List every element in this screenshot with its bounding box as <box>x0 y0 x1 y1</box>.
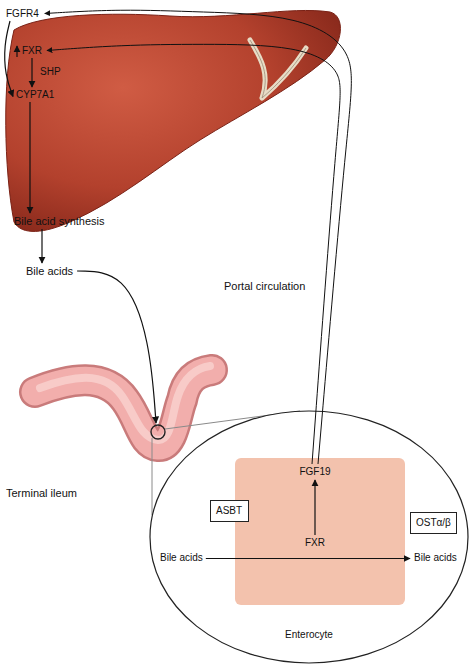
liver-ligament-edge <box>250 40 306 98</box>
text-slot: Enterocyte <box>285 624 333 642</box>
label-slot: SHP <box>40 61 61 79</box>
label-text: CYP7A1 <box>16 89 54 100</box>
arrow <box>206 558 410 559</box>
transporter-name: ASBT <box>216 505 243 517</box>
label-slot: Portal circulation <box>222 276 307 294</box>
label-slot: Bile acid synthesis <box>14 211 105 229</box>
label-slot: FXR <box>22 40 42 58</box>
arrow <box>47 44 340 464</box>
label-text: Bile acids <box>26 265 73 277</box>
arrow <box>314 480 315 535</box>
text-slot: FGF19 <box>299 461 330 479</box>
arrow <box>29 102 30 213</box>
label-text: Bile acid synthesis <box>14 215 105 227</box>
label-text: SHP <box>40 66 61 77</box>
text-slot: Bile acids <box>160 547 203 565</box>
arrow <box>45 10 352 464</box>
cell-text: FXR <box>305 537 325 548</box>
label-slot: CYP7A1 <box>16 84 54 102</box>
transporter-box: ASBT <box>210 500 249 522</box>
arrow <box>5 21 13 97</box>
cell-body: FGF19FXR <box>235 458 405 605</box>
cell-text: Bile acids <box>414 552 457 563</box>
arrow <box>41 229 42 263</box>
label-slot: FGFR4 <box>6 3 39 21</box>
cell-text: Bile acids <box>160 552 203 563</box>
label-text: Terminal ileum <box>6 487 77 499</box>
cell-outline <box>150 411 468 663</box>
cell-text: FGF19 <box>299 466 330 477</box>
liver-illustration <box>6 10 341 231</box>
transporter-name: OSTα/β <box>416 517 451 529</box>
label-text: Portal circulation <box>222 280 307 292</box>
transporter-box: OSTα/β <box>410 512 457 534</box>
enterocyte-cell: Bile acidsBile acidsEnterocyteFGF19FXRAS… <box>149 410 469 664</box>
arrow <box>77 271 156 423</box>
label-slot: Bile acids <box>26 261 73 279</box>
zoom-line <box>152 438 153 515</box>
zoom-circle <box>151 425 165 439</box>
label-text: FGFR4 <box>6 8 39 19</box>
label-text: FXR <box>22 45 42 56</box>
liver-ligament <box>250 40 306 98</box>
arrow <box>16 46 17 57</box>
text-slot: Bile acids <box>414 547 457 565</box>
cell-text: Enterocyte <box>285 629 333 640</box>
intestine-highlight <box>40 366 210 440</box>
arrow <box>31 58 32 87</box>
label-slot: Terminal ileum <box>6 483 77 501</box>
